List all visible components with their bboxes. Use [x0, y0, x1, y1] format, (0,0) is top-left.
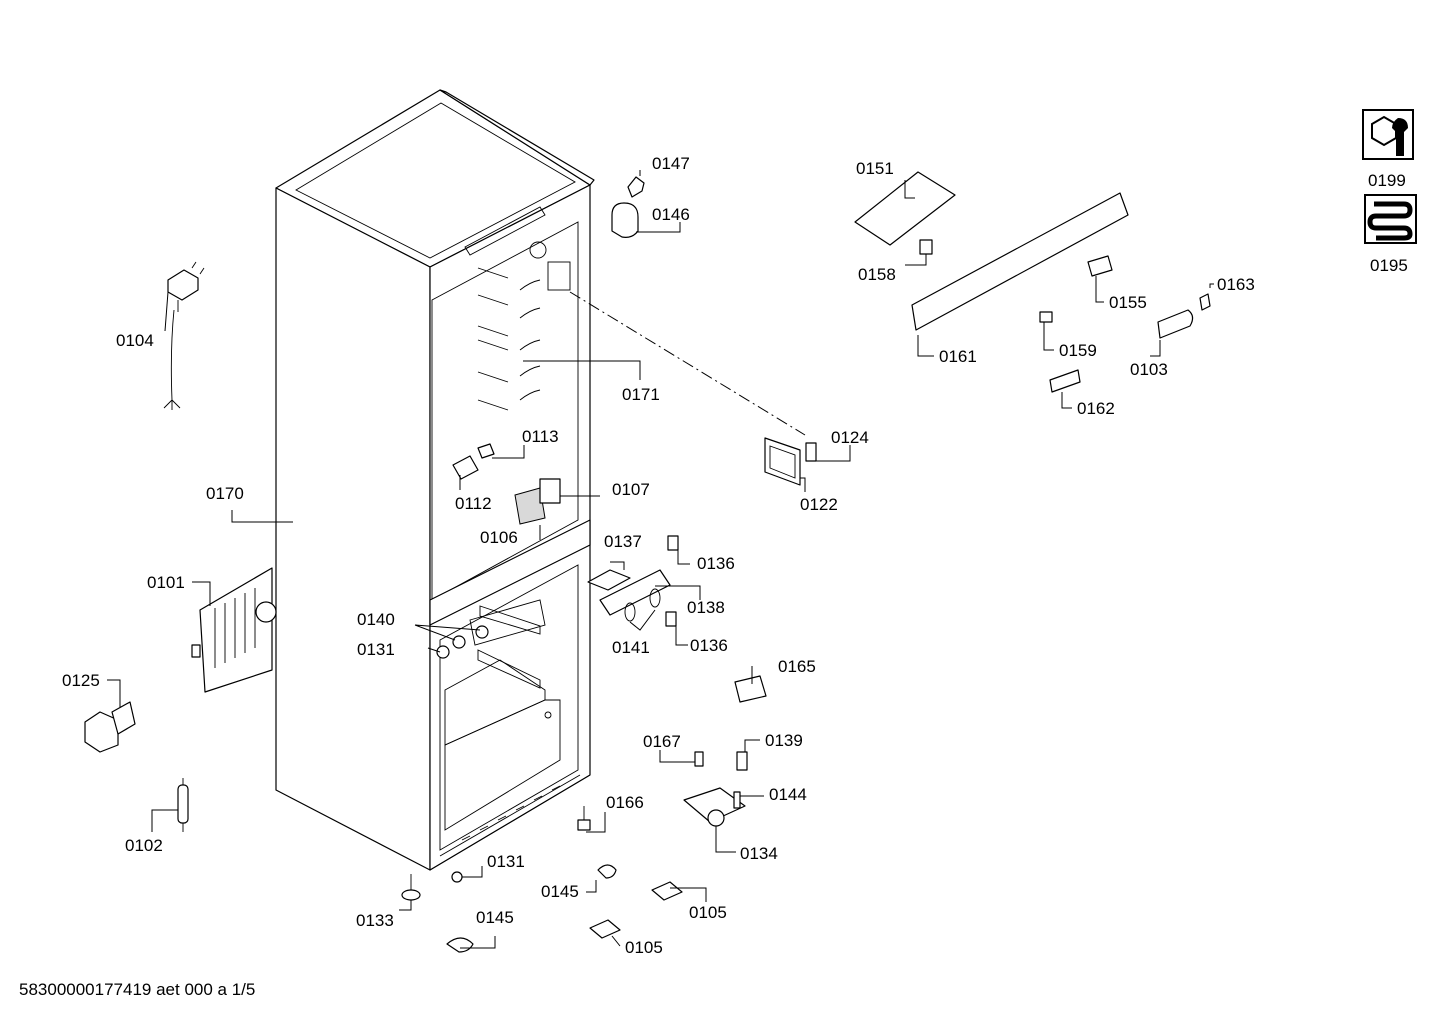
- label-0134: 0134: [740, 844, 778, 863]
- part-0155: [1087, 255, 1113, 277]
- part-0140b: [475, 625, 489, 639]
- label-0170: 0170: [206, 484, 244, 503]
- part-0133: [401, 874, 421, 901]
- label-0103: 0103: [1130, 360, 1168, 379]
- icon-label-0195: 0195: [1370, 256, 1408, 275]
- cooling-coil-icon: [1364, 194, 1417, 244]
- label-0133: 0133: [356, 911, 394, 930]
- icon-label-0199: 0199: [1368, 171, 1406, 190]
- label-0158: 0158: [858, 265, 896, 284]
- label-0139: 0139: [765, 731, 803, 750]
- part-0125: [84, 701, 136, 753]
- part-0159: [1039, 311, 1053, 323]
- label-0167: 0167: [643, 732, 681, 751]
- label-0161: 0161: [939, 347, 977, 366]
- label-0147: 0147: [652, 154, 690, 173]
- part-0145a: [597, 864, 617, 879]
- part-0161: [911, 192, 1129, 331]
- label-0131a: 0131: [357, 640, 395, 659]
- part-0165: [734, 675, 767, 703]
- label-0136b: 0136: [690, 636, 728, 655]
- label-0137: 0137: [604, 532, 642, 551]
- label-0106: 0106: [480, 528, 518, 547]
- label-0165: 0165: [778, 657, 816, 676]
- tools-nut-wrench-icon: [1362, 109, 1414, 160]
- label-0166: 0166: [606, 793, 644, 812]
- label-0125: 0125: [62, 671, 100, 690]
- label-0151: 0151: [856, 159, 894, 178]
- part-0163: [1199, 293, 1211, 311]
- part-0103: [1157, 309, 1194, 339]
- part-0139: [736, 751, 748, 771]
- label-0146: 0146: [652, 205, 690, 224]
- label-0104: 0104: [116, 331, 154, 350]
- label-0141: 0141: [612, 638, 650, 657]
- label-0162: 0162: [1077, 399, 1115, 418]
- label-0101: 0101: [147, 573, 185, 592]
- label-0105b: 0105: [625, 938, 663, 957]
- hinge-lower: [683, 787, 746, 827]
- label-0155: 0155: [1109, 293, 1147, 312]
- label-0112: 0112: [455, 494, 492, 513]
- part-0107: [539, 478, 561, 504]
- part-0131b: [451, 871, 463, 883]
- part-labels: 0147 0146 0104 0171 0113 0112 0107 0106 …: [62, 154, 1255, 957]
- hinge-upper: [587, 535, 679, 627]
- label-0140: 0140: [357, 610, 395, 629]
- part-0102: [177, 778, 189, 832]
- part-0167: [694, 751, 704, 767]
- part-0106: [514, 487, 546, 525]
- part-0131a: [436, 645, 450, 659]
- label-0159: 0159: [1059, 341, 1097, 360]
- rear-cover: [191, 567, 277, 693]
- part-0162: [1049, 369, 1081, 393]
- part-0147: [627, 176, 645, 198]
- part-0140a: [452, 635, 466, 649]
- label-0145a: 0145: [541, 882, 579, 901]
- part-0105b: [589, 919, 621, 939]
- label-0144: 0144: [769, 785, 807, 804]
- label-0124: 0124: [831, 428, 869, 447]
- label-0107: 0107: [612, 480, 650, 499]
- part-0124: [805, 442, 817, 462]
- label-0171: 0171: [622, 385, 660, 404]
- leader-lines: [107, 170, 1214, 949]
- part-0151: [854, 171, 956, 246]
- part-0113: [477, 443, 495, 459]
- part-0105a: [651, 881, 683, 901]
- label-0131b: 0131: [487, 852, 525, 871]
- label-0138: 0138: [687, 598, 725, 617]
- part-0122: [764, 437, 801, 486]
- cabinet-body: [275, 89, 595, 871]
- part-0146: [611, 202, 639, 238]
- document-id-footer: 58300000177419 aet 000 a 1/5: [19, 980, 256, 999]
- part-0145b: [446, 937, 474, 953]
- part-0112: [452, 455, 479, 480]
- label-0122: 0122: [800, 495, 838, 514]
- label-0145b: 0145: [476, 908, 514, 927]
- part-0158: [919, 239, 933, 255]
- power-cable: [163, 261, 205, 410]
- part-0166: [577, 806, 591, 831]
- label-0136a: 0136: [697, 554, 735, 573]
- label-0163: 0163: [1217, 275, 1255, 294]
- label-0113: 0113: [522, 427, 559, 446]
- label-0102: 0102: [125, 836, 163, 855]
- label-0105a: 0105: [689, 903, 727, 922]
